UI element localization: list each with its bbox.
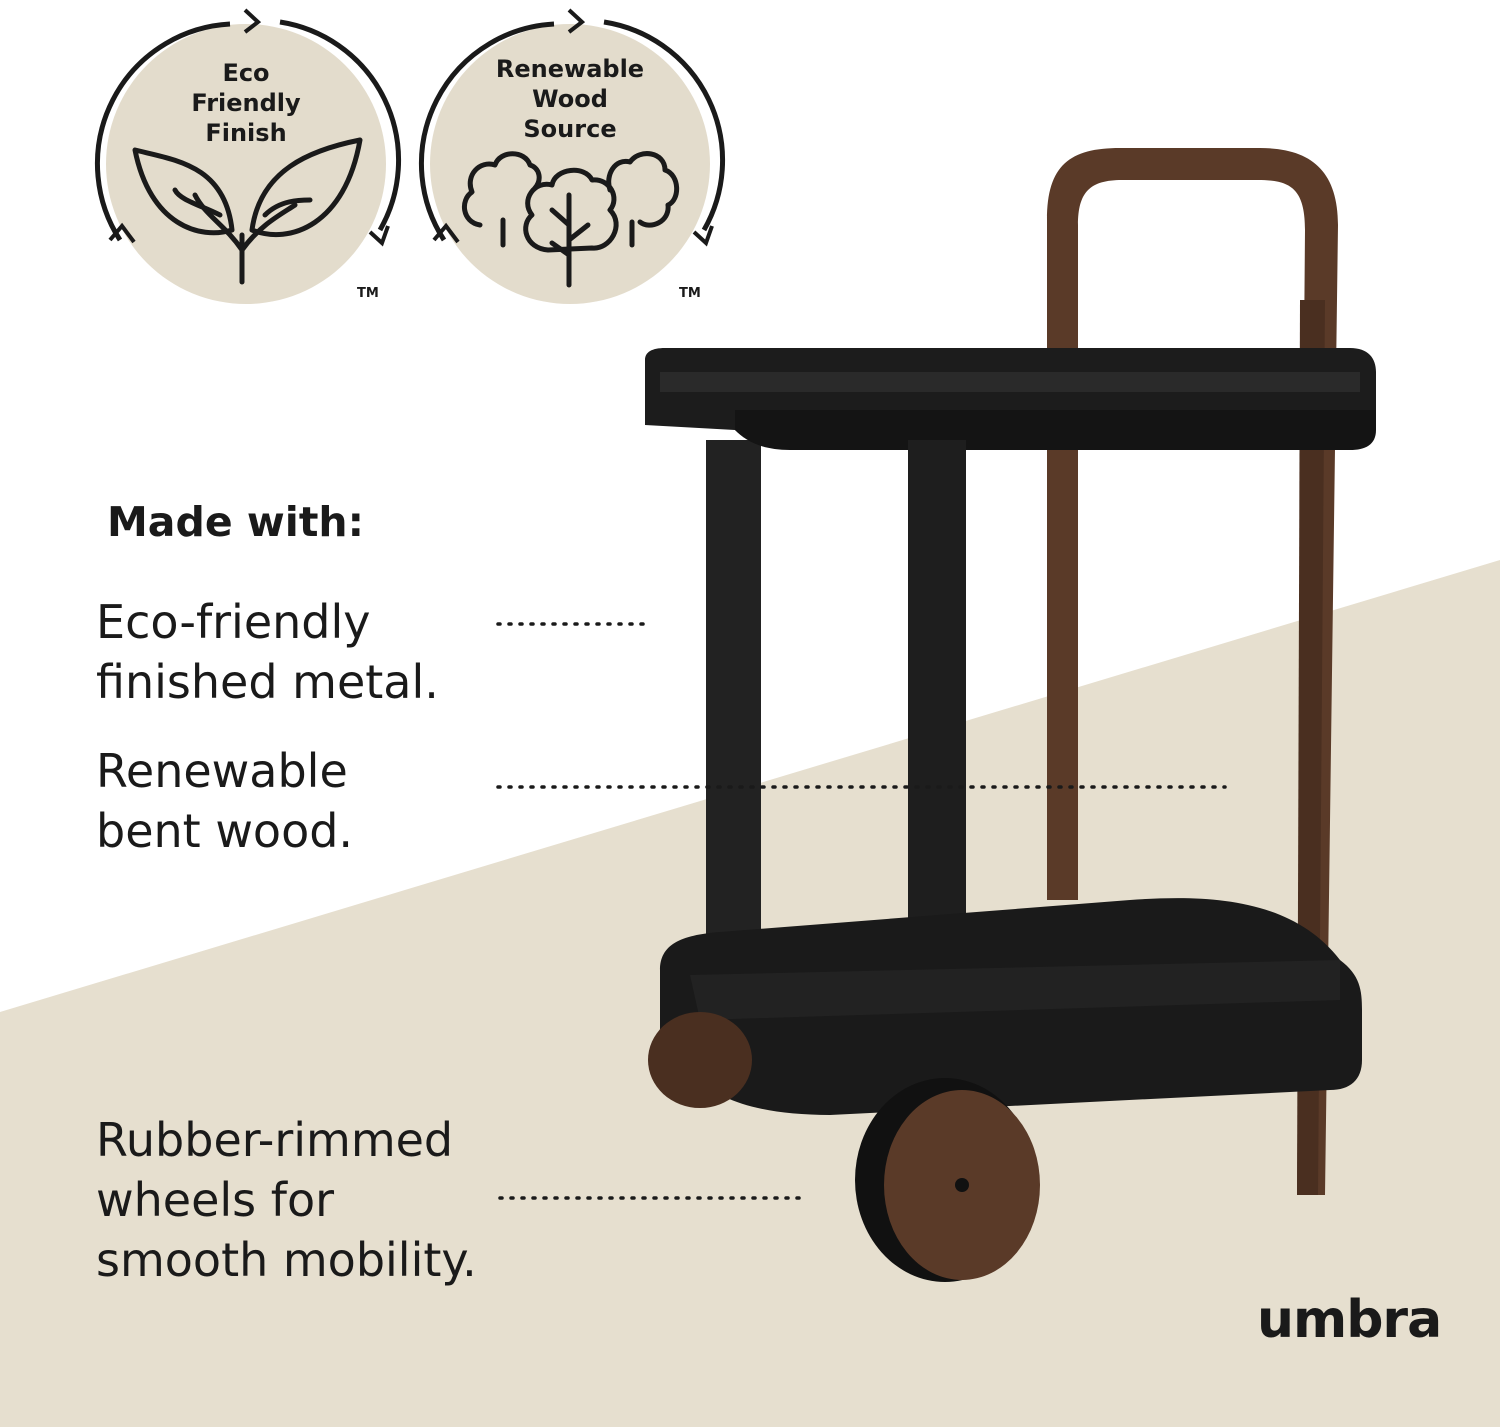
arrow-down-icon (692, 225, 714, 247)
badge-1-label: Eco Friendly Finish (191, 59, 301, 147)
bar-cart-illustration (645, 148, 1376, 1282)
front-wheel (855, 1078, 1040, 1282)
arrow-up-icon (432, 222, 460, 244)
arrow-right-icon (567, 8, 586, 34)
arrow-down-icon (368, 225, 390, 247)
brand-logo: umbra (1257, 1290, 1442, 1350)
feature-renewable-bent-wood: Renewable bent wood. (96, 744, 354, 858)
badge-eco-friendly-finish (94, 8, 401, 304)
feature-rubber-rimmed-wheels: Rubber-rimmed wheels for smooth mobility… (96, 1113, 477, 1287)
badge-renewable-wood-source (418, 8, 725, 304)
feature-eco-friendly-metal: Eco-friendly finished metal. (96, 595, 439, 709)
made-with-heading: Made with: (107, 498, 365, 546)
arrow-up-icon (108, 222, 136, 244)
badge-1-trademark: TM (357, 286, 379, 301)
arrow-right-icon (243, 8, 262, 34)
back-wheel (648, 1012, 752, 1108)
trees-icon (462, 151, 680, 288)
leaf-icon (132, 137, 363, 285)
badge-2-trademark: TM (679, 286, 701, 301)
badge-2-label: Renewable Wood Source (495, 55, 645, 143)
